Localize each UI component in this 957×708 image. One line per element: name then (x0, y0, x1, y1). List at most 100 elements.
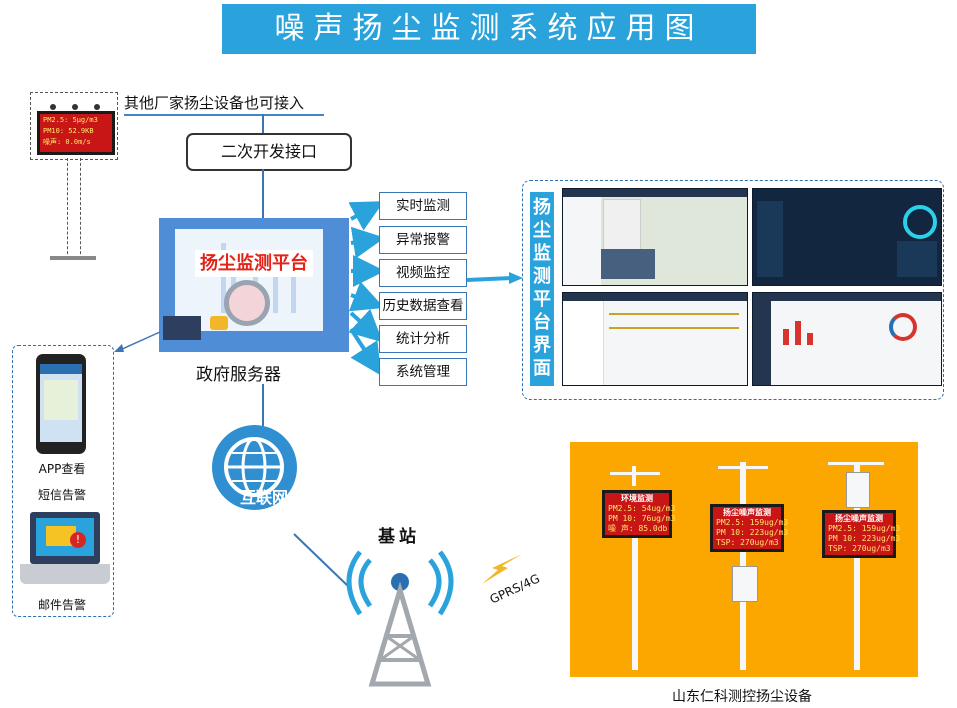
phone-screen (40, 364, 82, 442)
led-line: 噪 声: 85.0db (608, 524, 668, 533)
screen-row (609, 313, 739, 315)
connector-line (262, 169, 264, 218)
internet-label: 互联网 (240, 488, 289, 507)
device-sensor-box (846, 472, 870, 508)
menu-item-alarm[interactable]: 异常报警 (379, 226, 467, 254)
other-vendor-device: PM2.5: 5μg/m3 PM10: 52.9KB 噪声: 0.0m/s (30, 92, 118, 160)
device-pole (632, 512, 638, 670)
screen-list (897, 241, 937, 277)
phone-icon (36, 354, 86, 454)
arrow-to-clients (114, 331, 161, 352)
laptop-screen: ! (36, 518, 94, 556)
led-line: PM2.5: 159ug/m3 (828, 524, 901, 533)
other-device-base (50, 256, 96, 260)
menu-item-video[interactable]: 视频监控 (379, 259, 467, 287)
led-line: PM 10: 223ug/m3 (828, 534, 901, 543)
connector-line (262, 384, 264, 426)
sms-caption: 短信告警 (37, 488, 86, 502)
globe-icon (212, 425, 297, 510)
magnifier-handle (210, 316, 228, 330)
screenshot-history (562, 292, 748, 386)
laptop-mail-icon: ! (30, 512, 100, 564)
connector-line (293, 533, 351, 589)
other-led-board: PM2.5: 5μg/m3 PM10: 52.9KB 噪声: 0.0m/s (37, 111, 115, 155)
station-caption: 基站 (378, 527, 420, 547)
email-caption: 邮件告警 (37, 598, 86, 612)
other-led-line: 噪声: 0.0m/s (43, 138, 91, 146)
screen-header (753, 293, 941, 301)
globe-grid (224, 437, 284, 497)
device-arm (718, 466, 768, 469)
screenshot-dashboard (752, 188, 942, 286)
menu-arrows (349, 201, 381, 376)
led-head: 扬尘噪声监测 (835, 514, 883, 523)
screenshot-statistics (752, 292, 942, 386)
sensor-icon (50, 104, 100, 110)
screen-header (563, 293, 747, 301)
laptop-icon (163, 316, 201, 340)
envelope-icon (46, 526, 76, 546)
lightning-icon (482, 554, 522, 584)
api-box[interactable]: 二次开发接口 (186, 133, 352, 171)
arrow-to-interface (467, 272, 523, 284)
screen-bar (795, 321, 801, 345)
menu-item-realtime[interactable]: 实时监测 (379, 192, 467, 220)
screen-gauge (903, 205, 937, 239)
platform-label: 扬尘监测平台 (195, 250, 313, 277)
bar (221, 243, 226, 313)
laptop-base (20, 564, 110, 584)
led-head: 扬尘噪声监测 (723, 508, 771, 517)
menu-item-history[interactable]: 历史数据查看 (379, 292, 467, 320)
base-station-icon (346, 550, 454, 687)
screen-bar (783, 329, 789, 345)
led-line: TSP: 270ug/m3 (828, 544, 891, 553)
device-pole (854, 462, 860, 670)
device-arm (828, 462, 884, 465)
device-note-underline (124, 114, 324, 116)
screen-sidebar (563, 197, 601, 285)
phone-screen-header (40, 364, 82, 374)
device-cabinet (732, 566, 758, 602)
menu-item-system[interactable]: 系统管理 (379, 358, 467, 386)
led-line: PM 10: 76ug/m3 (608, 514, 676, 523)
magnifier-icon (224, 280, 270, 326)
interface-panel (522, 180, 944, 400)
client-panel (12, 345, 114, 617)
screen-sidebar (563, 301, 604, 385)
device-mast (632, 466, 636, 486)
screen-table (603, 199, 641, 251)
interface-title-text: 扬尘监测平台界面 (533, 197, 551, 379)
phone-caption: APP查看 (38, 462, 86, 476)
led-line: TSP: 270ug/m3 (716, 538, 779, 547)
interface-title: 扬尘监测平台界面 (530, 192, 554, 386)
other-led-line: PM2.5: 5μg/m3 (43, 116, 98, 124)
screenshot-map (562, 188, 748, 286)
device-note: 其他厂家扬尘设备也可接入 (124, 94, 305, 112)
led-line: PM 10: 223ug/m3 (716, 528, 789, 537)
menu-item-statistics[interactable]: 统计分析 (379, 325, 467, 353)
led-head: 环境监测 (621, 494, 653, 503)
led-line: PM2.5: 159ug/m3 (716, 518, 789, 527)
screen-sidebar (753, 301, 771, 385)
alert-icon: ! (70, 532, 86, 548)
other-led-line: PM10: 52.9KB (43, 127, 94, 135)
screen-row (609, 327, 739, 329)
connector-line (262, 114, 264, 133)
screen-header (563, 189, 747, 197)
screen-panel (757, 201, 783, 277)
page-title: 噪声扬尘监测系统应用图 (222, 4, 756, 54)
sensor-icons (45, 97, 105, 110)
led-line: PM2.5: 54ug/m3 (608, 504, 676, 513)
screen-donut (889, 313, 917, 341)
screen-video (601, 249, 655, 279)
device-caption: 山东仁科测控扬尘设备 (672, 689, 812, 705)
server-caption: 政府服务器 (196, 365, 281, 385)
bar (291, 259, 296, 313)
bar (273, 269, 278, 313)
screen-bar (807, 333, 813, 345)
other-device-pole (67, 158, 81, 259)
